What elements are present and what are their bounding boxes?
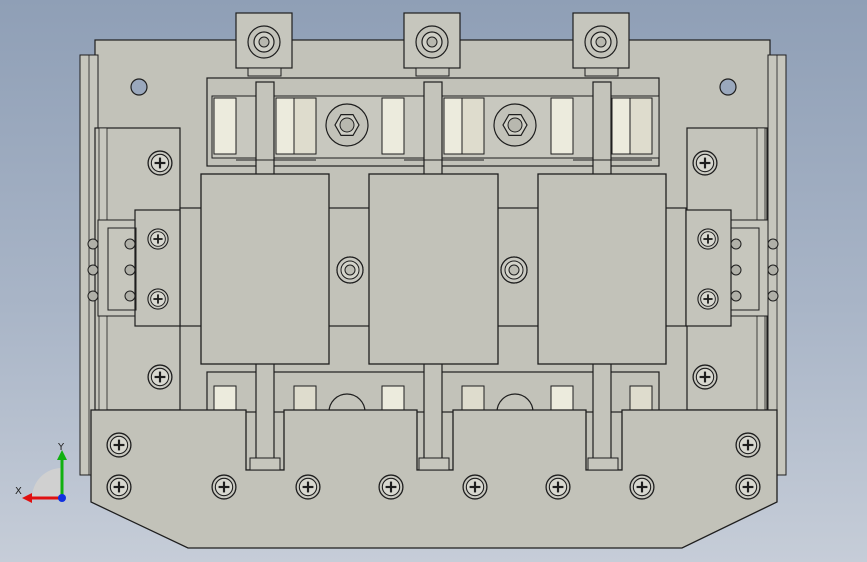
phillips-screw-icon [147, 364, 173, 390]
phillips-screw-icon [629, 474, 655, 500]
x-axis-label: X [15, 486, 22, 497]
phillips-screw-icon [692, 364, 718, 390]
front-cover-plate [90, 409, 778, 549]
phillips-screw-icon [378, 474, 404, 500]
phillips-screw-icon [106, 432, 132, 458]
right-clip [685, 209, 779, 327]
phillips-screw-icon [735, 432, 761, 458]
y-axis-label: Y [58, 442, 65, 453]
phillips-screw-icon [735, 474, 761, 500]
coordinate-triad[interactable]: Y X [12, 440, 82, 510]
mount-holes [130, 78, 737, 96]
washer-icon [336, 256, 364, 284]
phillips-screw-icon [692, 150, 718, 176]
phillips-screw-icon [295, 474, 321, 500]
left-clip [87, 209, 181, 327]
phillips-screw-icon [147, 228, 169, 250]
current-transformer-blocks [200, 173, 667, 365]
phillips-screw-icon [211, 474, 237, 500]
triad-icon [22, 450, 67, 503]
phillips-screw-icon [545, 474, 571, 500]
phillips-screw-icon [147, 288, 169, 310]
phillips-screw-icon [106, 474, 132, 500]
hex-nut-icon [493, 103, 537, 147]
top-insulators [213, 97, 653, 155]
phillips-screw-icon [697, 288, 719, 310]
phillips-screw-icon [462, 474, 488, 500]
washer-icon [500, 256, 528, 284]
hex-nut-icon [325, 103, 369, 147]
phillips-screw-icon [147, 150, 173, 176]
terminal-studs [235, 12, 630, 77]
phillips-screw-icon [697, 228, 719, 250]
